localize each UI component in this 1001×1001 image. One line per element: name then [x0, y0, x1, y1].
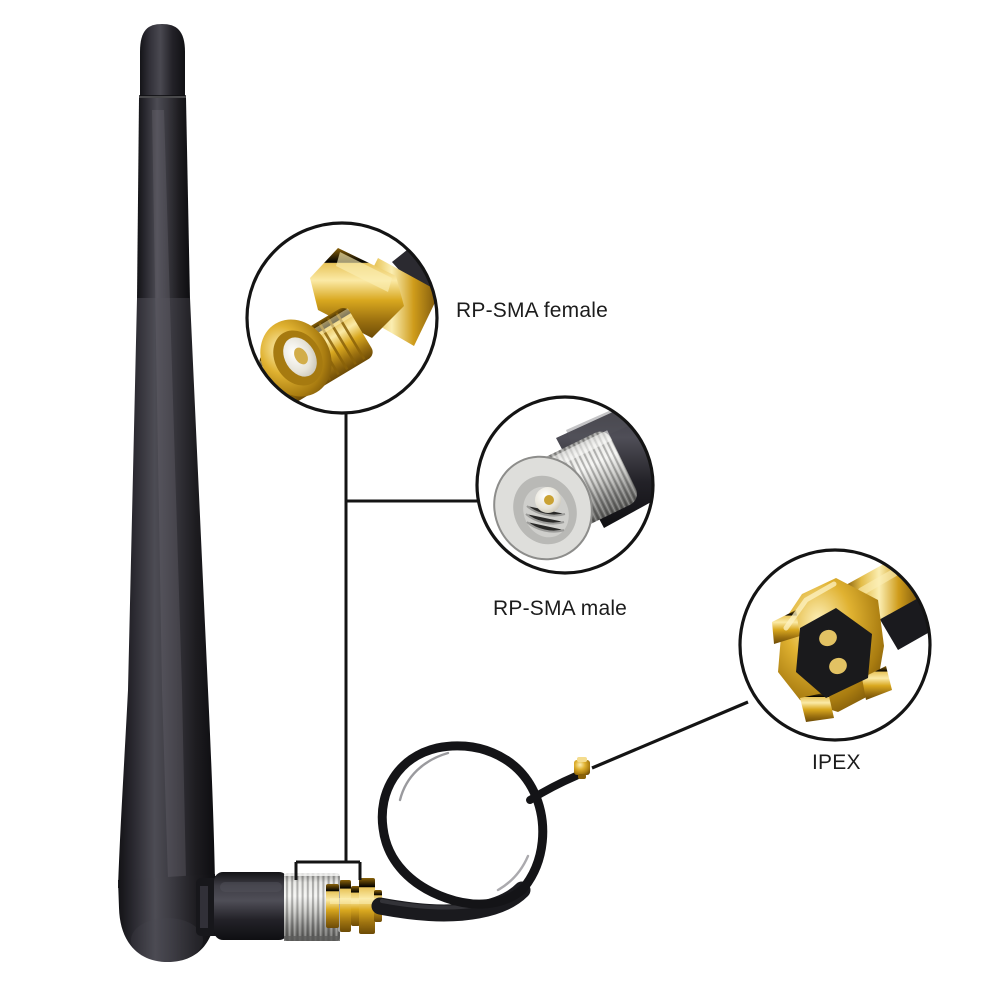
antenna-upper-shaft	[137, 98, 190, 300]
gold-specular	[330, 898, 380, 904]
ipex-insulator	[796, 608, 872, 698]
female-cable-end	[429, 223, 437, 264]
callout-label-rpsma-male: RP-SMA male	[493, 597, 628, 620]
hinge-highlight	[200, 886, 208, 928]
cable-loop-highlight-b	[496, 854, 530, 892]
gold-hex-nut	[359, 878, 375, 934]
ipex-tip-body	[574, 760, 590, 775]
antenna-highlight	[152, 110, 186, 880]
antenna-rod	[118, 24, 216, 962]
connector-barrel	[214, 872, 288, 940]
callout-rpsma-male	[475, 395, 655, 575]
gold-washer-2	[351, 886, 360, 926]
male-center-socket	[544, 495, 554, 505]
knurled-nut-top-edge	[284, 873, 340, 876]
female-cable-stub	[392, 223, 437, 298]
female-flange-highlight	[336, 252, 392, 292]
callout-label-ipex: IPEX	[812, 751, 861, 774]
callout-ipex-ring	[738, 548, 932, 742]
ipex-tab-bottom	[800, 692, 834, 722]
callout-rpsma-female	[245, 221, 439, 415]
antenna-tip-seam	[139, 95, 186, 100]
ipex-tip-base	[578, 774, 586, 779]
male-internal-threads	[525, 505, 566, 533]
antenna-tip	[140, 24, 185, 96]
pigtail-cable	[371, 741, 580, 922]
leader-lines	[294, 413, 478, 880]
antenna-base-cap	[118, 874, 216, 962]
ipex-tip-crown	[577, 757, 587, 762]
callout-label-rpsma-female: RP-SMA female	[456, 299, 608, 322]
barrel-body	[214, 872, 288, 940]
knurled-nut-bottom-edge	[284, 936, 340, 941]
ipex-rim-highlight	[783, 581, 837, 631]
callout-female-ring	[245, 221, 439, 415]
gold-nut-1	[340, 880, 351, 932]
callout-female-art	[258, 223, 437, 406]
ipex-contact-upper	[819, 629, 837, 647]
gold-washer-1	[326, 884, 339, 928]
ipex-tab-right	[862, 666, 892, 700]
ipex-tip	[574, 757, 590, 779]
cable-loop	[377, 741, 548, 909]
antenna-lower-shaft	[118, 298, 215, 888]
barrel-highlight	[220, 882, 282, 892]
callout-male-ring	[475, 395, 655, 575]
callout-ipex	[738, 548, 932, 742]
female-center-pin	[294, 347, 308, 365]
ipex-crimp-sheen	[858, 568, 898, 596]
antenna-base-sheen	[131, 918, 203, 962]
ipex-contact-lower	[829, 657, 847, 675]
male-front-face-edge	[493, 455, 593, 561]
cable-loop-highlight-a	[398, 751, 450, 802]
cable-tail	[526, 772, 580, 804]
leader-ipex-diagonal	[591, 700, 749, 770]
